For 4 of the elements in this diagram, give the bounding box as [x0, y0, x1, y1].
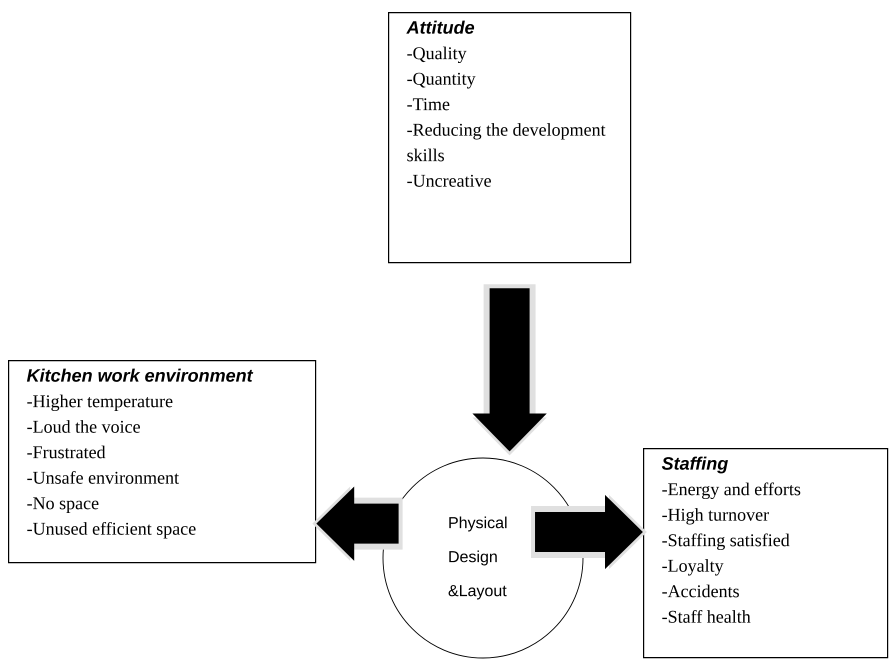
text-box: Attitude -Quality -Quantity -Time -Reducing the development skills -Uncreative: [388, 12, 632, 264]
text-box: Staffing -Energy and efforts -High turnover -Staffing satisfied -Loyalty -Accidents -Staff health: [643, 448, 888, 658]
text-box: Kitchen work environment -Higher temperature -Loud the voice -Frustrated -Unsafe environment -No space -Unused efficient space: [8, 360, 316, 564]
circle-node: Physical Design &Layout: [382, 458, 584, 658]
